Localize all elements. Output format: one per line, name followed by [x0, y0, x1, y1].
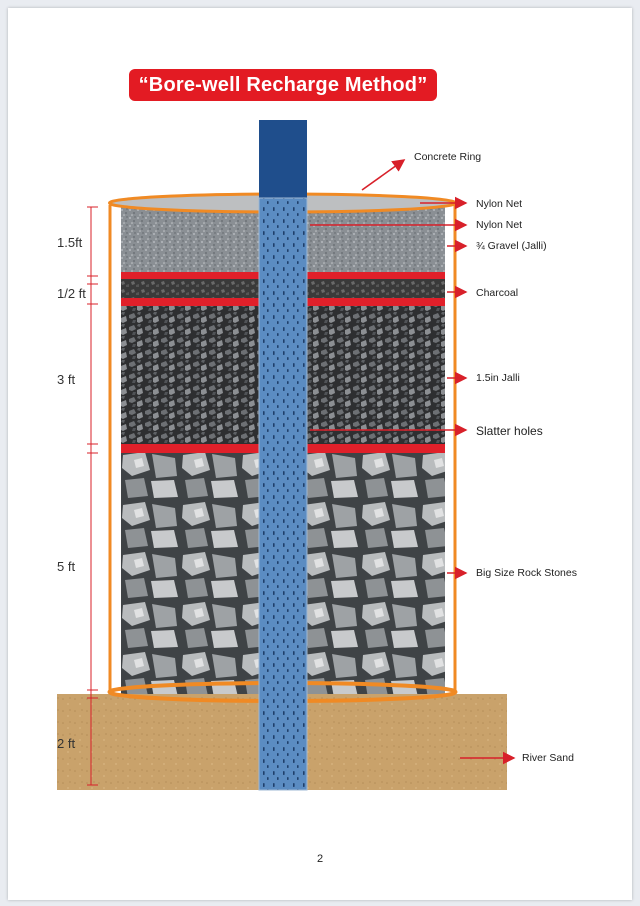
dimension-gravel: 1.5ft [57, 235, 83, 250]
pointer-arrows [310, 159, 516, 765]
bore-pipe-perforated [258, 197, 308, 791]
label-jalli: 1.5in Jalli [476, 372, 520, 384]
dimension-sand: 2 ft [57, 736, 76, 751]
page-number: 2 [316, 853, 324, 865]
dimension-jalli: 3 ft [57, 372, 76, 387]
label-charcoal: Charcoal [476, 287, 519, 299]
bore-pipe-top [259, 120, 307, 198]
diagram-title: “Bore-well Recharge Method” [129, 69, 437, 101]
dimension-brackets [87, 206, 98, 786]
label-rock-stones: Big Size Rock Stones [476, 567, 577, 579]
label-nylon-net-second: Nylon Net [476, 219, 523, 231]
label-river-sand: River Sand [522, 752, 574, 764]
dimension-charcoal: 1/2 ft [57, 286, 86, 301]
label-slatter-holes: Slatter holes [476, 424, 543, 438]
dimension-rocks: 5 ft [57, 559, 76, 574]
label-nylon-net-top: Nylon Net [476, 198, 523, 210]
label-concrete-ring: Concrete Ring [414, 151, 482, 163]
label-gravel: ¾ Gravel (Jalli) [476, 240, 547, 252]
